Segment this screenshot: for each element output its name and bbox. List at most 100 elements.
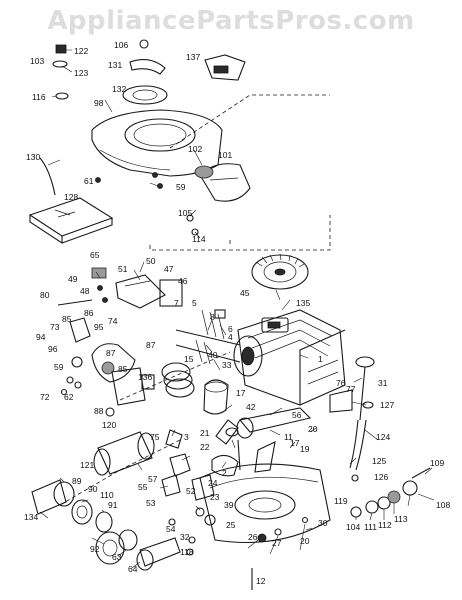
callout: 134	[24, 512, 38, 522]
callout: 86	[84, 308, 94, 318]
callout: 23	[210, 492, 220, 502]
muffler	[186, 163, 251, 236]
engine-base	[199, 463, 331, 590]
callout: 122	[74, 46, 88, 56]
callout: 137	[186, 52, 200, 62]
callout: 91	[108, 500, 118, 510]
callout: 63	[112, 552, 122, 562]
clip-part	[213, 65, 229, 74]
callout: 87	[106, 348, 116, 358]
callout: 76	[336, 378, 346, 388]
callout: 118	[180, 547, 194, 557]
callout: 40	[208, 350, 218, 360]
assembly-dashed-lines	[59, 94, 331, 506]
nut-part	[139, 39, 149, 49]
callout: 113	[394, 514, 408, 524]
callout: 108	[436, 500, 450, 510]
cup-134-part	[31, 479, 67, 515]
right-seals	[350, 467, 431, 518]
callout: 21	[200, 428, 210, 438]
primer-65-part	[91, 267, 107, 279]
callout: 59	[54, 362, 64, 372]
callout: 17	[290, 438, 300, 448]
callout: 8	[210, 312, 215, 322]
cylinder-block	[233, 309, 346, 406]
callout: 128	[64, 192, 78, 202]
flywheel	[251, 253, 309, 333]
callout: 22	[200, 442, 210, 452]
callout: 20	[300, 536, 310, 546]
carburetor-assembly	[57, 267, 183, 417]
callout: 26	[248, 532, 258, 542]
callout: 90	[88, 484, 98, 494]
callout: 51	[118, 264, 128, 274]
callout: 61	[84, 176, 94, 186]
callout: 136	[138, 372, 152, 382]
callout: 4	[228, 332, 233, 342]
callout: 80	[40, 290, 50, 300]
screw-116-part	[55, 92, 69, 100]
ring-132-part	[122, 85, 168, 105]
callout: 46	[178, 276, 188, 286]
callout: 116	[32, 92, 46, 102]
callout: 103	[30, 56, 44, 66]
callout: 74	[108, 316, 118, 326]
callout: 132	[112, 84, 126, 94]
callout: 127	[380, 400, 394, 410]
callout: 1	[318, 354, 323, 364]
callout: 89	[72, 476, 82, 486]
callout: 12	[256, 576, 266, 586]
callout: 57	[148, 474, 158, 484]
piston-rings	[161, 362, 229, 415]
callout: 25	[226, 520, 236, 530]
air-filter-pad	[28, 197, 114, 245]
callout: 98	[94, 98, 104, 108]
callout: 135	[296, 298, 310, 308]
callout: 109	[430, 458, 444, 468]
callout: 24	[208, 478, 218, 488]
lower-left-parts	[31, 479, 181, 571]
callout: 102	[188, 144, 202, 154]
callout: 85	[62, 314, 72, 324]
dipstick-tube	[349, 356, 375, 482]
callout: 94	[36, 332, 46, 342]
callout: 130	[26, 152, 40, 162]
callout: 3	[184, 432, 189, 442]
callout: 6	[228, 324, 233, 334]
callout: 7	[174, 298, 179, 308]
callout: 33	[222, 360, 232, 370]
callout: 96	[48, 344, 58, 354]
callout: 73	[50, 322, 60, 332]
callout: 32	[180, 532, 190, 542]
callout: 111	[364, 522, 377, 532]
callout: 54	[166, 524, 176, 534]
callout: 120	[102, 420, 116, 430]
callout: 49	[68, 274, 78, 284]
callout: 75	[150, 432, 160, 442]
callout: 39	[224, 500, 234, 510]
callout: 106	[114, 40, 128, 50]
callout: 17	[236, 388, 246, 398]
callout: 31	[378, 378, 388, 388]
callout: 62	[64, 392, 74, 402]
callout: 15	[184, 354, 194, 364]
callout: 55	[138, 482, 148, 492]
callout: 65	[90, 250, 100, 260]
callout: 105	[178, 208, 192, 218]
callout: 30	[318, 518, 328, 528]
callout: 2	[222, 468, 227, 478]
callout: 47	[164, 264, 174, 274]
callout: 42	[246, 402, 256, 412]
callout: 123	[74, 68, 88, 78]
callout: 125	[372, 456, 386, 466]
callout: 56	[292, 410, 302, 420]
blower-housing	[91, 109, 223, 189]
plug-cap-part	[55, 44, 67, 54]
callout: 48	[80, 286, 90, 296]
rod-130-part	[39, 157, 56, 196]
callout: 92	[90, 544, 100, 554]
callout: 112	[378, 520, 392, 530]
callout: 20	[308, 424, 318, 434]
callout: 50	[146, 256, 156, 266]
